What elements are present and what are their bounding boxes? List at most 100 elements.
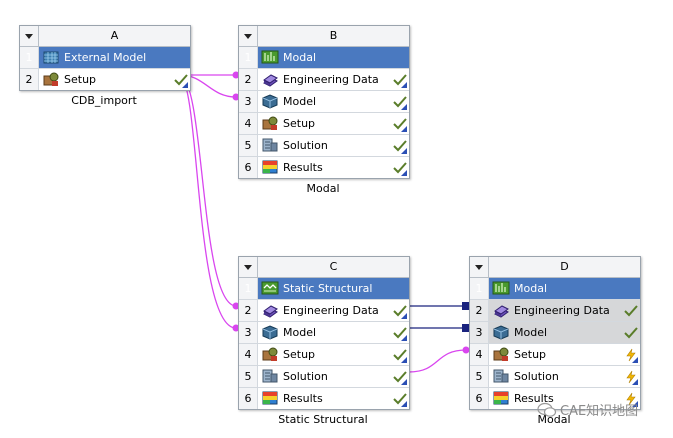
link-corner-icon bbox=[401, 379, 407, 385]
link-corner-icon bbox=[401, 104, 407, 110]
link-corner-icon bbox=[401, 148, 407, 154]
cell-label: Static Structural bbox=[283, 282, 373, 295]
system-block-d[interactable]: D 1 Modal 2 Engineering Data 3 Model 4 S… bbox=[469, 256, 641, 410]
cell-modal[interactable]: 1 Modal bbox=[470, 278, 640, 300]
cell-label: Setup bbox=[283, 117, 316, 130]
cell-results[interactable]: 6 Results bbox=[470, 388, 640, 409]
link-corner-icon bbox=[401, 82, 407, 88]
row-number: 3 bbox=[239, 322, 258, 343]
link-corner-icon bbox=[401, 335, 407, 341]
cell-solution[interactable]: 5 Solution bbox=[239, 135, 409, 157]
row-number: 4 bbox=[239, 113, 258, 134]
cell-model[interactable]: 3 Model bbox=[239, 91, 409, 113]
cell-label: Engineering Data bbox=[283, 73, 379, 86]
row-number: 4 bbox=[239, 344, 258, 365]
cell-external-model[interactable]: 1 External Model bbox=[20, 47, 190, 69]
wechat-icon bbox=[537, 402, 557, 417]
system-block-b[interactable]: B 1 Modal 2 Engineering Data 3 Model 4 S… bbox=[238, 25, 410, 179]
solution-icon bbox=[261, 137, 279, 153]
block-column-letter: A bbox=[110, 29, 119, 42]
system-block-a[interactable]: A 1 External Model 2 Setup bbox=[19, 25, 191, 91]
row-number: 2 bbox=[239, 69, 258, 90]
cell-setup[interactable]: 4 Setup bbox=[239, 344, 409, 366]
row-number: 5 bbox=[470, 366, 489, 387]
cell-solution[interactable]: 5 Solution bbox=[470, 366, 640, 388]
modal-icon bbox=[261, 49, 279, 65]
setup-icon bbox=[492, 346, 510, 362]
block-column-letter: B bbox=[329, 29, 338, 42]
block-caption-c[interactable]: Static Structural bbox=[278, 413, 368, 426]
cell-label: Engineering Data bbox=[514, 304, 610, 317]
cell-label: Results bbox=[283, 392, 323, 405]
block-menu-dropdown-icon[interactable] bbox=[239, 257, 258, 277]
row-number: 3 bbox=[470, 322, 489, 343]
setup-icon bbox=[261, 346, 279, 362]
watermark-text: CAE知识地图 bbox=[560, 404, 639, 419]
cell-label: Model bbox=[283, 95, 317, 108]
cell-solution[interactable]: 5 Solution bbox=[239, 366, 409, 388]
solution-icon bbox=[492, 368, 510, 384]
row-number: 6 bbox=[470, 388, 489, 409]
row-number: 6 bbox=[239, 157, 258, 178]
engineering-data-icon bbox=[492, 302, 510, 318]
block-menu-dropdown-icon[interactable] bbox=[20, 26, 39, 46]
cell-label: Solution bbox=[283, 139, 328, 152]
cell-engineering-data[interactable]: 2 Engineering Data bbox=[239, 300, 409, 322]
link-square-d2 bbox=[462, 302, 470, 310]
block-menu-dropdown-icon[interactable] bbox=[470, 257, 489, 277]
cell-model[interactable]: 3 Model bbox=[470, 322, 640, 344]
link-dot-b2 bbox=[232, 71, 240, 79]
watermark: CAE知识地图 bbox=[537, 400, 638, 419]
cell-label: Model bbox=[283, 326, 317, 339]
cell-label: Modal bbox=[283, 51, 316, 64]
cell-results[interactable]: 6 Results bbox=[239, 388, 409, 409]
link-corner-icon bbox=[182, 82, 188, 88]
block-caption-d[interactable]: Modal bbox=[537, 413, 571, 426]
link-corner-icon bbox=[632, 357, 638, 363]
results-icon bbox=[261, 159, 279, 175]
results-icon bbox=[261, 390, 279, 406]
row-number: 2 bbox=[20, 69, 39, 90]
cell-model[interactable]: 3 Model bbox=[239, 322, 409, 344]
row-number: 5 bbox=[239, 135, 258, 156]
link-corner-icon bbox=[401, 401, 407, 407]
system-block-c[interactable]: C 1 Static Structural 2 Engineering Data… bbox=[238, 256, 410, 410]
cell-modal[interactable]: 1 Modal bbox=[239, 47, 409, 69]
cell-setup[interactable]: 4 Setup bbox=[470, 344, 640, 366]
link-c5-d4 bbox=[408, 349, 467, 373]
row-number: 2 bbox=[239, 300, 258, 321]
cell-results[interactable]: 6 Results bbox=[239, 157, 409, 178]
link-corner-icon bbox=[401, 313, 407, 319]
row-number: 1 bbox=[20, 47, 39, 68]
link-dot-c3 bbox=[232, 324, 240, 332]
link-square-d3 bbox=[462, 324, 470, 332]
block-caption-a[interactable]: CDB_import bbox=[71, 94, 137, 107]
model-icon bbox=[261, 324, 279, 340]
setup-icon bbox=[42, 71, 60, 87]
block-menu-dropdown-icon[interactable] bbox=[239, 26, 258, 46]
cell-static-structural[interactable]: 1 Static Structural bbox=[239, 278, 409, 300]
cell-setup[interactable]: 2 Setup bbox=[20, 69, 190, 90]
static-structural-icon bbox=[261, 280, 279, 296]
block-caption-b[interactable]: Modal bbox=[306, 182, 340, 195]
cell-engineering-data[interactable]: 2 Engineering Data bbox=[470, 300, 640, 322]
solution-icon bbox=[261, 368, 279, 384]
cell-label: Modal bbox=[514, 282, 547, 295]
engineering-data-icon bbox=[261, 302, 279, 318]
cell-engineering-data[interactable]: 2 Engineering Data bbox=[239, 69, 409, 91]
link-corner-icon bbox=[401, 357, 407, 363]
cell-label: Results bbox=[514, 392, 554, 405]
model-icon bbox=[492, 324, 510, 340]
engineering-data-icon bbox=[261, 71, 279, 87]
link-dot-c2 bbox=[232, 302, 240, 310]
link-a2-c2 bbox=[179, 74, 237, 307]
modal-icon bbox=[492, 280, 510, 296]
cell-setup[interactable]: 4 Setup bbox=[239, 113, 409, 135]
block-column-letter: D bbox=[560, 260, 569, 273]
up-to-date-check-icon bbox=[624, 327, 638, 339]
row-number: 1 bbox=[239, 47, 258, 68]
cell-label: Model bbox=[514, 326, 548, 339]
link-corner-icon bbox=[401, 126, 407, 132]
link-dot-d4 bbox=[462, 346, 470, 354]
cell-label: Solution bbox=[283, 370, 328, 383]
